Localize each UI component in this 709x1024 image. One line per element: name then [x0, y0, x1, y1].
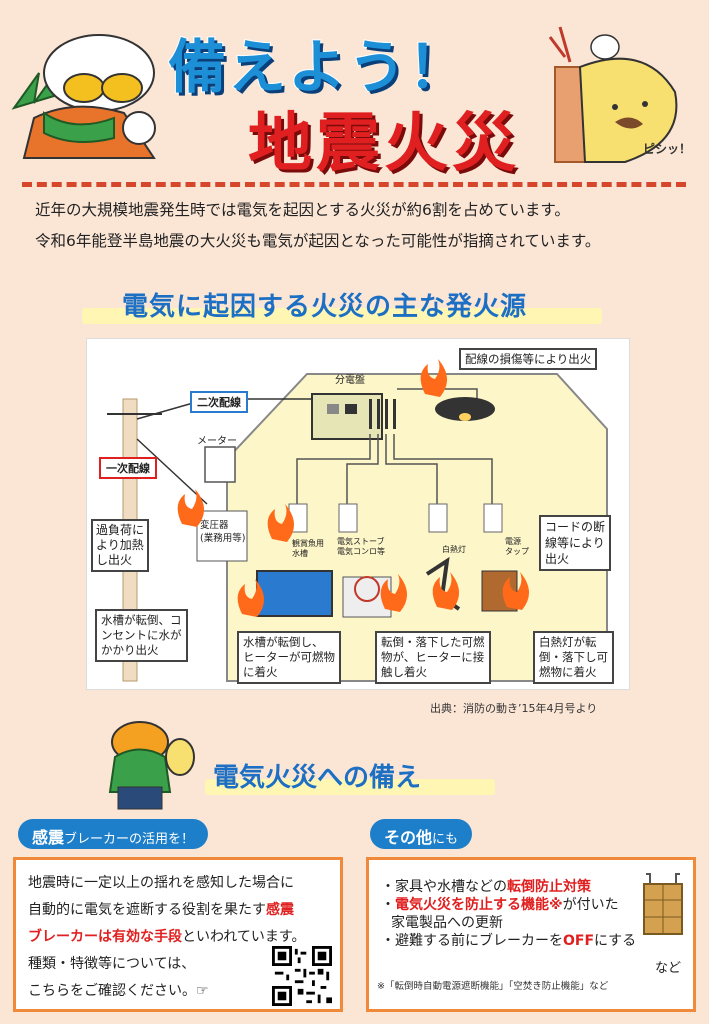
firefighter-mascot-small — [100, 712, 200, 812]
bullet-item-continued: 家電製品への更新 — [391, 915, 503, 931]
text-line: ブレーカーは有効な手段といわれています。 — [28, 924, 328, 951]
intro-line1: 近年の大規模地震発生時では電気を起因とする火災が約6割を占めています。 — [35, 201, 570, 219]
label-stove: 電気ストーブ 電気コンロ等 — [337, 537, 385, 556]
yellow-character: ピシッ！ — [545, 12, 705, 172]
bullet-item: ・避難する前にブレーカーをOFFにする — [381, 932, 681, 950]
text-highlight: 電気火災を防止する機能※ — [395, 897, 563, 913]
bullet-item: ・電気火災を防止する機能※が付いた — [381, 896, 681, 914]
tab-rest: ブレーカーの活用を！ — [64, 832, 195, 847]
label-tank-heater: 水槽が転倒し、 ヒーターが可燃物 に着火 — [237, 631, 341, 684]
section-title: 電気火災への備え — [213, 763, 422, 793]
section-ignition-sources-header: 電気に起因する火災の主な発火源 — [82, 286, 602, 324]
text-highlight: OFF — [563, 933, 595, 949]
text-highlight: 感震 — [266, 902, 294, 918]
label-distribution-board: 分電盤 — [335, 375, 365, 386]
label-meter: メーター — [197, 436, 237, 447]
text-segment: ・家具や水槽などの — [381, 879, 507, 895]
text-line: こちらをご確認ください。☞ — [28, 983, 209, 999]
header-highlight — [82, 308, 602, 324]
tab-main: その他 — [384, 828, 433, 847]
qr-code-icon[interactable] — [272, 946, 332, 1006]
label-fall-heater: 転倒・落下した可燃 物が、ヒーターに接 触し着火 — [375, 631, 491, 684]
tab-rest: にも — [432, 832, 459, 847]
text-segment: ・ — [381, 897, 395, 913]
label-cord-break: コードの断 線等により 出火 — [539, 515, 612, 571]
intro-line2: 令和6年能登半島地震の大火災も電気が起因となった可能性が指摘されています。 — [35, 232, 601, 250]
text-segment: といわれています。 — [182, 929, 306, 945]
text-segment: 自動的に電気を遮断する役割を果たす — [28, 902, 266, 918]
etc-text: など — [654, 961, 681, 976]
label-wiring-damage: 配線の損傷等により出火 — [459, 348, 598, 370]
section-prevention-header: 電気火災への備え — [205, 757, 495, 797]
cabinet-with-brackets-icon — [640, 872, 686, 936]
text-line: 地震時に一定以上の揺れを感知した場合に — [28, 875, 294, 891]
tab-other-measures: その他にも — [370, 819, 473, 849]
source-credit: 出典：消防の動き’15年4月号より — [430, 702, 598, 715]
title-line1: 備えよう！ — [167, 32, 469, 102]
section-title: 電気に起因する火災の主な発火源 — [122, 292, 528, 322]
label-lamp-fall: 白熱灯が転 倒・落下し可 燃物に着火 — [533, 631, 614, 684]
firefighter-mascot — [4, 18, 169, 168]
tab-main: 感震 — [32, 828, 65, 847]
text-segment: にする — [594, 933, 637, 949]
label-power-strip: 電源 タップ — [505, 537, 529, 556]
label-tank-fall: 水槽が転倒、コ ンセントに水が かかり出火 — [95, 609, 188, 662]
label-primary-wiring: 一次配線 — [99, 457, 157, 479]
other-measures-box: ・家具や水槽などの転倒防止対策 ・電気火災を防止する機能※が付いた 家電製品への… — [366, 857, 696, 1012]
divider — [22, 182, 686, 187]
sound-effect-text: ピシッ！ — [643, 142, 692, 156]
label-overload: 過負荷に より加熱 し出火 — [91, 519, 150, 572]
title-line2: 地震火災 — [248, 107, 520, 181]
text-segment: ・避難する前にブレーカーを — [381, 933, 563, 949]
label-secondary-wiring: 二次配線 — [190, 391, 248, 413]
bullet-item: ・家具や水槽などの転倒防止対策 — [381, 878, 681, 896]
text-segment: が付いた — [562, 897, 619, 913]
label-aquarium: 観賞魚用 水槽 — [292, 539, 324, 558]
text-highlight: ブレーカーは有効な手段 — [28, 929, 182, 945]
text-line: 種類・特徴等については、 — [28, 956, 196, 972]
tab-seismic-breaker: 感震ブレーカーの活用を！ — [18, 819, 209, 849]
header-highlight — [205, 779, 495, 795]
intro-text: 近年の大規模地震発生時では電気を起因とする火災が約6割を占めています。 令和6年… — [35, 195, 685, 257]
ignition-sources-diagram: 分電盤 配線の損傷等により出火 二次配線 一次配線 メーター 変圧器 (業務用等… — [86, 338, 630, 690]
label-incandescent: 白熱灯 — [442, 545, 466, 554]
label-transformer: 変圧器 (業務用等) — [200, 520, 246, 544]
text-line: 自動的に電気を遮断する役割を果たす感震 — [28, 897, 328, 924]
text-highlight: 転倒防止対策 — [507, 879, 591, 895]
footnote: ※「転倒時自動電源遮断機能」「空焚き防止機能」など — [377, 981, 609, 992]
